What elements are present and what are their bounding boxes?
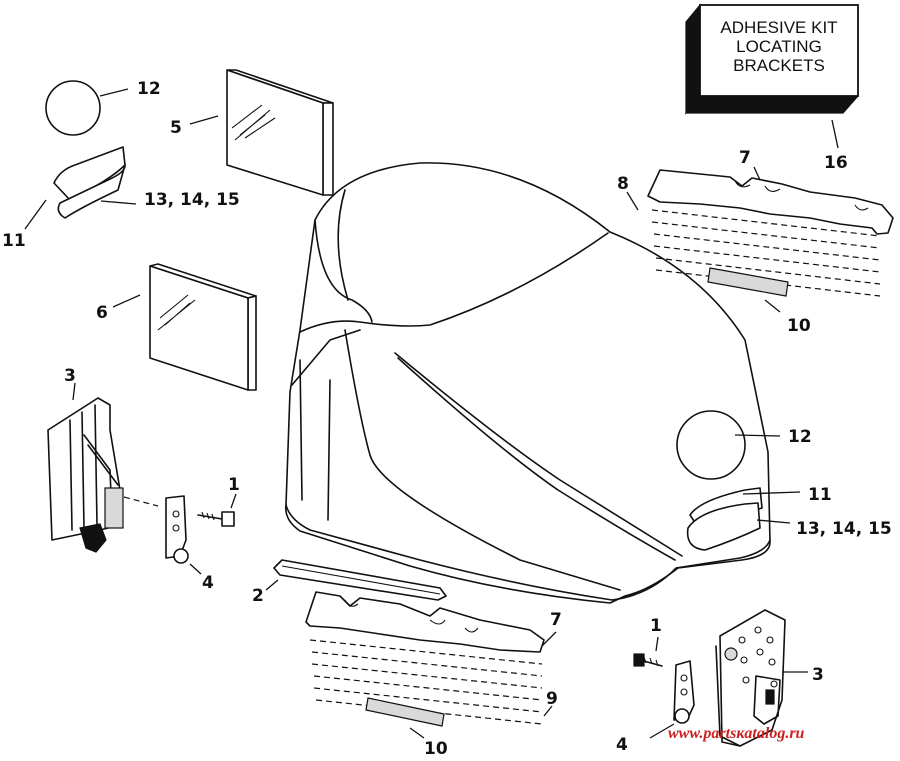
callout-1-left: 1 bbox=[228, 475, 240, 495]
callout-3-left: 3 bbox=[64, 366, 76, 386]
side-decal-part-right bbox=[686, 487, 763, 551]
foam-strip-top-right bbox=[647, 169, 894, 297]
callout-13-14-15-right: 13, 14, 15 bbox=[796, 519, 892, 539]
latch-bracket-right bbox=[715, 609, 786, 747]
rubber-seal-strip bbox=[273, 559, 447, 601]
engine-cover bbox=[284, 162, 771, 604]
watermark-text: www.partsкatalog.ru bbox=[668, 725, 805, 742]
kit-box-line-2: LOCATING bbox=[736, 37, 822, 56]
callout-12-right: 12 bbox=[788, 427, 812, 447]
round-decal-part bbox=[45, 80, 101, 136]
callout-5: 5 bbox=[170, 118, 182, 138]
callout-2: 2 bbox=[252, 586, 264, 606]
callout-13-14-15-top: 13, 14, 15 bbox=[144, 190, 240, 210]
kit-box-line-3: BRACKETS bbox=[733, 56, 825, 75]
callout-16: 16 bbox=[824, 153, 848, 173]
round-decal-on-cover bbox=[676, 410, 746, 480]
callout-9: 9 bbox=[546, 689, 558, 709]
callout-7-bottom: 7 bbox=[550, 610, 562, 630]
callout-11-right: 11 bbox=[808, 485, 832, 505]
screw-left bbox=[197, 511, 235, 527]
callout-3-right: 3 bbox=[812, 665, 824, 685]
hinge-plate-left bbox=[165, 495, 189, 564]
callout-4-right: 4 bbox=[616, 735, 628, 755]
callout-1-right: 1 bbox=[650, 616, 662, 636]
kit-box-line-1: ADHESIVE KIT bbox=[720, 18, 837, 37]
foam-pad-5 bbox=[226, 69, 334, 196]
side-decal-part-left bbox=[53, 146, 126, 219]
screw-right bbox=[633, 653, 663, 667]
foam-strip-bottom bbox=[305, 591, 545, 727]
adhesive-kit-box: ADHESIVE KIT LOCATING BRACKETS bbox=[684, 3, 860, 115]
callout-10-bottom: 10 bbox=[424, 739, 448, 759]
callout-12-top: 12 bbox=[137, 79, 161, 99]
callout-11-top: 11 bbox=[2, 231, 26, 251]
callout-8: 8 bbox=[617, 174, 629, 194]
callout-7-top: 7 bbox=[739, 148, 751, 168]
callout-6: 6 bbox=[96, 303, 108, 323]
callout-4-left: 4 bbox=[202, 573, 214, 593]
foam-pad-6 bbox=[149, 263, 257, 391]
callout-10-top: 10 bbox=[787, 316, 811, 336]
latch-bracket-left bbox=[47, 397, 124, 553]
hinge-plate-right bbox=[673, 660, 695, 724]
